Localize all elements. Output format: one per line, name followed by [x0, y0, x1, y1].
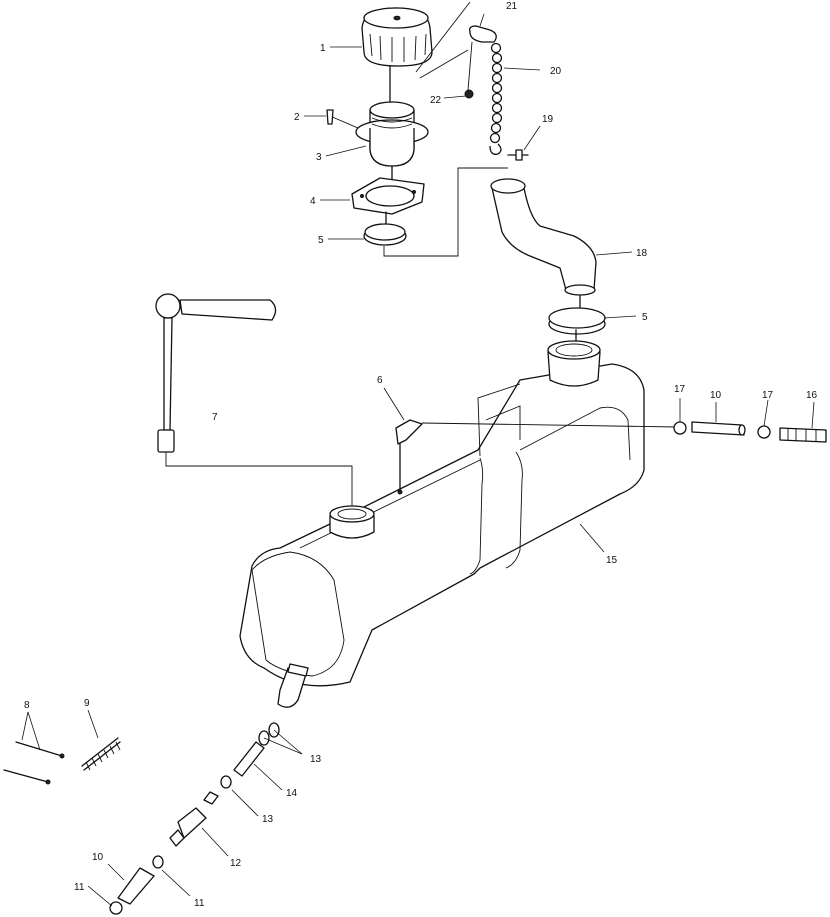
callout-4: 4 [310, 196, 316, 207]
filler-neck [326, 101, 429, 167]
callout-6: 6 [377, 375, 383, 386]
fuel-line-assembly [109, 722, 280, 915]
callout-5-lower: 5 [642, 312, 648, 323]
callout-14: 14 [286, 788, 298, 799]
callout-13-a: 13 [310, 754, 322, 765]
hose-clamps [3, 741, 65, 785]
callout-8: 8 [24, 700, 30, 711]
callout-12: 12 [230, 858, 242, 869]
clamp-ring-lower [548, 307, 606, 335]
callout-21: 21 [506, 1, 518, 12]
callout-7: 7 [212, 412, 218, 423]
callout-11-a: 11 [74, 882, 85, 893]
flange-gasket [351, 177, 425, 215]
callout-1: 1 [320, 43, 326, 54]
callout-5-upper: 5 [318, 235, 324, 246]
callout-10-vent: 10 [710, 390, 722, 401]
callout-3: 3 [316, 152, 322, 163]
callouts: 1 2 3 4 5 5 6 7 8 9 10 10 11 11 12 13 13… [24, 1, 818, 909]
callout-9: 9 [84, 698, 90, 709]
callout-22: 22 [430, 95, 442, 106]
callout-10-fuel: 10 [92, 852, 104, 863]
callout-20: 20 [550, 66, 562, 77]
vent-elbow [395, 419, 423, 495]
vent-line-parts [673, 421, 827, 443]
callout-18: 18 [636, 248, 648, 259]
tank-fill-neck [547, 340, 601, 387]
callout-2: 2 [294, 112, 300, 123]
clip-19 [507, 149, 529, 161]
fuel-tank [239, 363, 645, 687]
leader-lines [21, 13, 815, 907]
callout-16: 16 [806, 390, 818, 401]
callout-19: 19 [542, 114, 554, 125]
spring [81, 737, 121, 771]
fuel-cap [361, 7, 433, 67]
callout-17-a: 17 [674, 384, 686, 395]
callout-11-b: 11 [194, 898, 205, 909]
callout-13-b: 13 [262, 814, 274, 825]
sender-port [329, 505, 375, 539]
callout-17-b: 17 [762, 390, 774, 401]
clamp-ring-upper [363, 223, 407, 246]
callout-15: 15 [606, 555, 618, 566]
tank-outlet-fitting [277, 663, 309, 708]
fuel-sender [155, 293, 277, 453]
filler-hose [490, 178, 597, 296]
tether-chain [464, 25, 503, 155]
